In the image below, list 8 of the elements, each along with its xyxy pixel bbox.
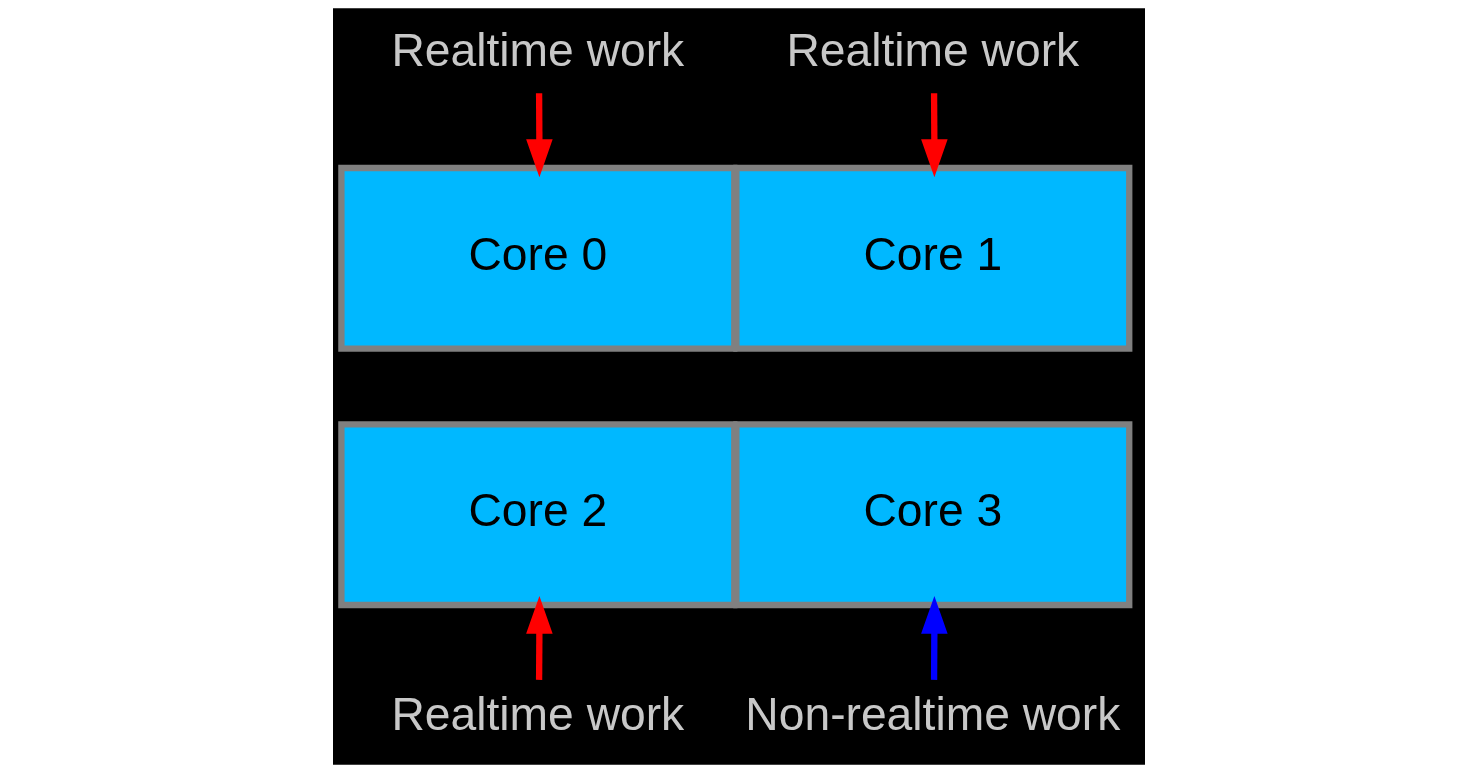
node-box: Core 1	[733, 164, 1133, 352]
node-text: Realtime work	[786, 24, 1080, 77]
arrow	[526, 93, 553, 178]
node-text: Realtime work	[391, 688, 685, 741]
node-box: Core 3	[733, 421, 1133, 609]
arrow	[921, 93, 948, 178]
node-text: Realtime work	[391, 24, 685, 77]
node-text: Non-realtime work	[745, 688, 1121, 741]
